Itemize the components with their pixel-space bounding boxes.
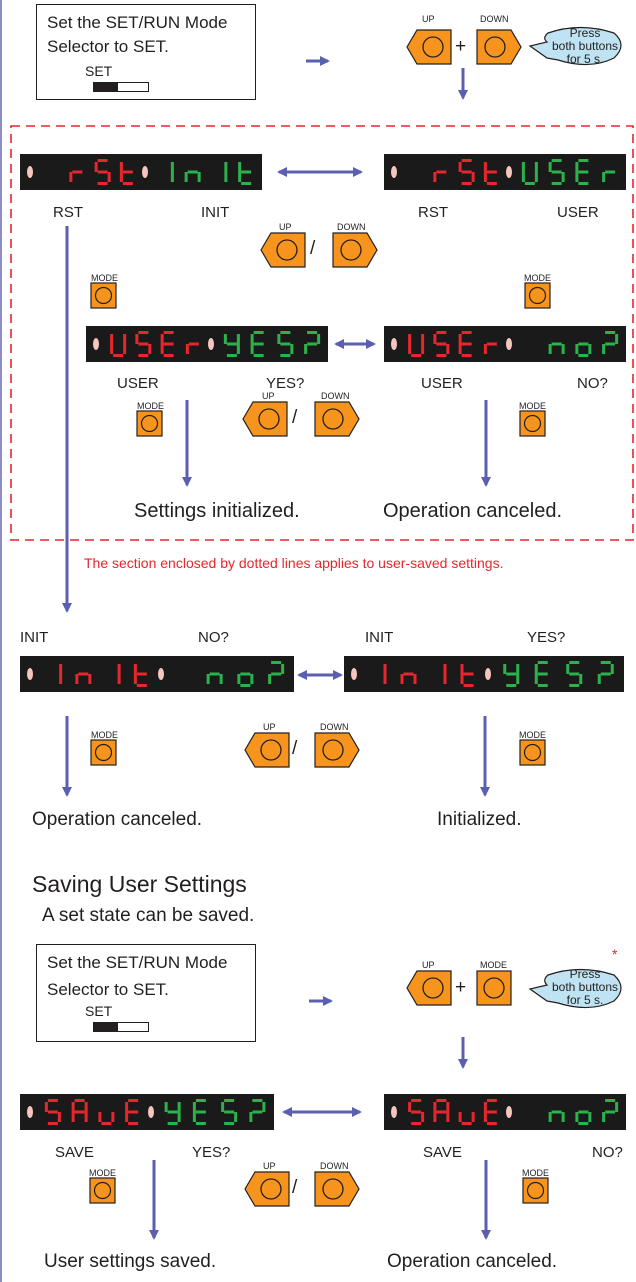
label-no: NO? (577, 375, 608, 392)
button-label-mode: MODE (91, 730, 118, 740)
instruction-line-1: Set the SET/RUN Mode (47, 13, 228, 32)
result-operation-canceled: Operation canceled. (387, 1251, 558, 1272)
instruction-line-2: Selector to SET. (47, 980, 169, 999)
display-user-yes (86, 326, 328, 362)
button-label-up: UP (422, 14, 435, 24)
button-label-up: UP (279, 222, 292, 232)
result-initialized: Initialized. (437, 809, 522, 830)
instruction-box-save: Set the SET/RUN Mode Selector to SET. SE… (36, 944, 256, 1042)
label-user: USER (421, 375, 463, 392)
instruction-box-reset: Set the SET/RUN Mode Selector to SET. SE… (36, 4, 256, 100)
plus-sign: + (455, 977, 467, 998)
label-yes: YES? (192, 1144, 231, 1161)
button-label-down: DOWN (337, 222, 366, 232)
display-user-no (384, 326, 626, 362)
display-save-no (384, 1094, 626, 1130)
label-no: NO? (592, 1144, 623, 1161)
instruction-line-2: Selector to SET. (47, 37, 169, 56)
button-label-mode: MODE (522, 1168, 549, 1178)
button-label-up: UP (263, 1161, 276, 1171)
display-rst-user (384, 154, 626, 190)
footnote-asterisk: * (612, 946, 618, 962)
result-operation-canceled: Operation canceled. (32, 809, 203, 830)
label-yes: YES? (266, 375, 305, 392)
display-rst-init (20, 154, 262, 190)
label-init: INIT (20, 629, 49, 646)
switch-label: SET (85, 1003, 113, 1019)
section-heading: Saving User Settings (32, 871, 247, 897)
switch-label: SET (85, 63, 113, 79)
button-label-down: DOWN (320, 1161, 349, 1171)
label-user: USER (117, 375, 159, 392)
left-margin-bar (0, 0, 2, 1282)
label-init: INIT (201, 204, 230, 221)
button-label-mode: MODE (89, 1168, 116, 1178)
button-label-down: DOWN (320, 722, 349, 732)
plus-sign: + (455, 36, 467, 57)
label-rst: RST (418, 204, 448, 221)
label-no: NO? (198, 629, 229, 646)
display-init-no (20, 656, 294, 692)
button-label-down: DOWN (321, 391, 350, 401)
label-save: SAVE (55, 1144, 94, 1161)
label-rst: RST (53, 204, 83, 221)
slash-sign: / (292, 1177, 298, 1198)
result-operation-canceled: Operation canceled. (383, 500, 563, 522)
slash-sign: / (292, 407, 298, 428)
button-label-mode: MODE (524, 273, 551, 283)
display-save-yes (20, 1094, 274, 1130)
button-label-mode: MODE (480, 960, 507, 970)
set-run-switch[interactable] (93, 82, 149, 92)
button-label-mode: MODE (519, 401, 546, 411)
button-label-up: UP (263, 722, 276, 732)
label-init: INIT (365, 629, 394, 646)
label-user: USER (557, 204, 599, 221)
set-run-switch[interactable] (93, 1022, 149, 1032)
slash-sign: / (292, 738, 298, 759)
slash-sign: / (310, 238, 316, 259)
result-user-settings-saved: User settings saved. (44, 1251, 217, 1272)
instruction-line-1: Set the SET/RUN Mode (47, 953, 228, 972)
display-init-yes (344, 656, 624, 692)
section-subtext: A set state can be saved. (42, 905, 255, 926)
button-label-up: UP (422, 960, 435, 970)
button-label-up: UP (262, 391, 275, 401)
label-yes: YES? (527, 629, 566, 646)
button-label-down: DOWN (480, 14, 509, 24)
button-label-mode: MODE (91, 273, 118, 283)
result-settings-initialized: Settings initialized. (134, 500, 300, 522)
button-label-mode: MODE (519, 730, 546, 740)
dotted-section-note: The section enclosed by dotted lines app… (84, 555, 504, 571)
label-save: SAVE (423, 1144, 462, 1161)
button-label-mode: MODE (137, 401, 164, 411)
